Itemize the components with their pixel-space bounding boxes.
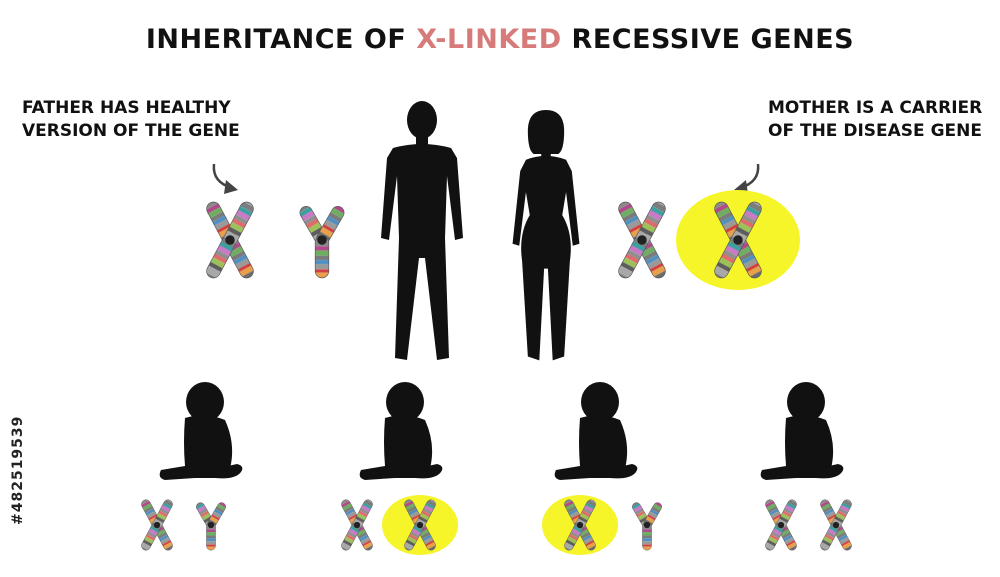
child-4-x-chromosome [763,497,799,553]
child-1-y-chromosome [194,500,228,551]
father-caption: FATHER HAS HEALTHY VERSION OF THE GENE [22,97,240,143]
mother-x-chromosome [615,199,669,281]
mother-chromosomes [615,190,800,290]
mother-caption-line-2: OF THE DISEASE GENE [768,121,982,141]
father-x-chromosome [203,199,257,281]
father-y-chromosome [297,203,347,279]
mother-caption-line-1: MOTHER IS A CARRIER [768,98,983,118]
father-silhouette [381,101,463,360]
child-1-silhouette [159,382,243,480]
father-caption-line-1: FATHER HAS HEALTHY [22,98,231,118]
diagram-title: INHERITANCE OF X-LINKED RECESSIVE GENES [0,24,1000,55]
child-2 [339,382,458,555]
child-1-x-chromosome [139,497,175,553]
mother-caption: MOTHER IS A CARRIER OF THE DISEASE GENE [768,97,982,143]
child-4-silhouette [760,382,844,480]
child-3-y-chromosome [630,500,664,551]
father-caption-line-2: VERSION OF THE GENE [22,121,240,141]
child-4-second-x-chromosome [818,497,854,553]
child-1 [139,382,243,553]
child-3-silhouette [554,382,638,480]
title-accent: X-LINKED [416,24,562,55]
mother-silhouette [512,110,580,361]
child-3 [542,382,664,555]
child-2-silhouette [359,382,443,480]
child-2-x-chromosome [339,497,375,553]
title-part-2: RECESSIVE GENES [561,24,855,55]
child-4 [760,382,854,553]
father-arrow-icon [212,162,240,196]
mother-arrow-icon [732,162,760,196]
father-chromosomes [203,199,347,281]
title-part-1: INHERITANCE OF [145,24,417,55]
